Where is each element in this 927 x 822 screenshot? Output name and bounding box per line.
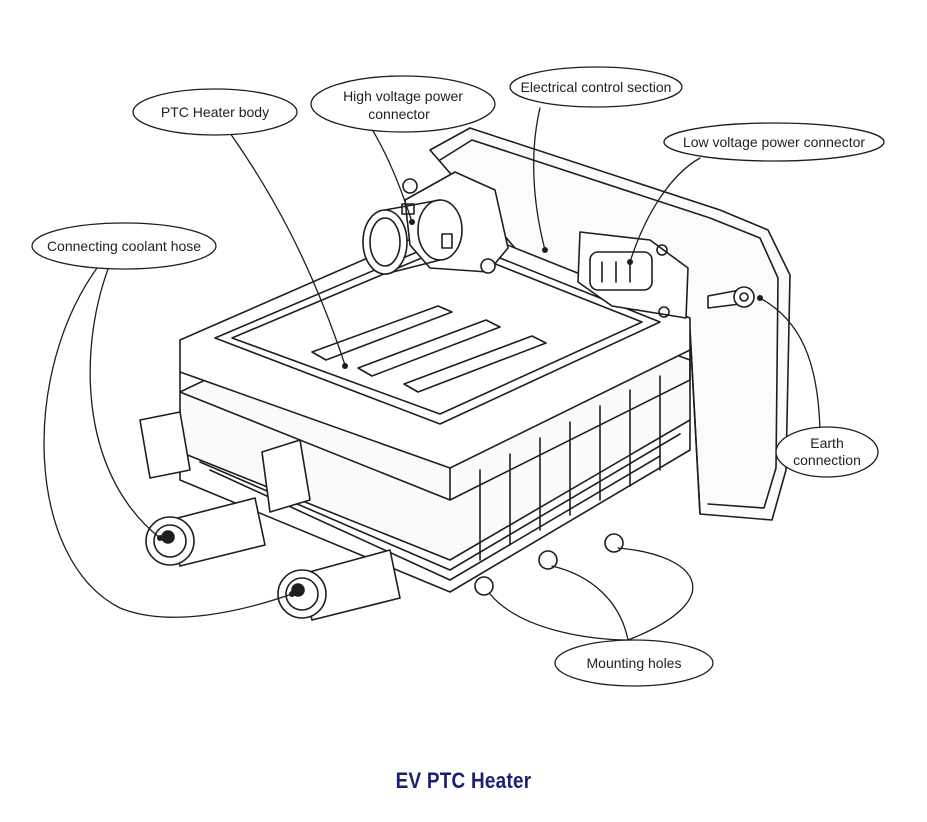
high-voltage-connector (362, 171, 509, 275)
control-housing-inner (439, 139, 779, 509)
lv-screw-bottom (658, 306, 670, 318)
leader-low-voltage (629, 157, 701, 263)
lid-rib-3 (403, 335, 547, 393)
callout-ptc-body (132, 88, 298, 136)
callout-high-voltage (310, 75, 496, 133)
coolant-port-1 (145, 497, 266, 567)
leader-mounting-3 (617, 547, 694, 641)
leader-coolant-1 (89, 263, 161, 539)
label-electrical-control: Electrical control section (521, 79, 672, 95)
leader-mounting-1 (489, 593, 629, 641)
hv-bolt-bottom (480, 258, 496, 274)
hv-latch (441, 233, 453, 249)
leader-electrical-control (533, 107, 546, 251)
leader-coolant-2 (43, 263, 293, 618)
hv-tab (401, 203, 415, 215)
callout-low-voltage (663, 122, 885, 162)
figure-caption: EV PTC Heater (395, 768, 532, 793)
callouts (31, 66, 885, 687)
left-bracket (139, 411, 191, 479)
label-earth-line2: connection (793, 452, 861, 468)
hv-barrel-mouth-inner (369, 217, 401, 267)
hv-barrel-back (417, 199, 463, 261)
leader-high-voltage (369, 125, 413, 223)
low-voltage-connector (577, 231, 689, 319)
callout-mounting-holes (554, 639, 714, 687)
earth-nut (733, 286, 755, 308)
lv-pins (601, 261, 631, 283)
label-low-voltage: Low voltage power connector (683, 134, 865, 150)
leader-earth (759, 297, 821, 431)
hv-bolt-top (402, 178, 418, 194)
mounting-hole-2 (538, 550, 558, 570)
labels: PTC Heater body High voltage power conne… (47, 79, 865, 671)
mounting-hole-1 (474, 576, 494, 596)
label-mounting-holes: Mounting holes (587, 655, 682, 671)
callout-electrical-control (509, 66, 683, 108)
callout-earth (775, 426, 879, 478)
label-high-voltage-line1: High voltage power (343, 88, 463, 104)
earth-stud (707, 286, 755, 309)
lv-socket (589, 251, 653, 291)
coolant-port-2 (277, 549, 401, 621)
lid-rib-2 (357, 319, 501, 377)
center-clip (261, 439, 311, 513)
lid-rib-1 (311, 305, 453, 361)
ptc-heater-diagram: PTC Heater body High voltage power conne… (31, 66, 885, 687)
lid-inner (231, 245, 643, 415)
label-coolant-hose: Connecting coolant hose (47, 238, 201, 254)
label-earth-line1: Earth (810, 435, 843, 451)
leader-ptc-body (229, 132, 346, 366)
earth-nut-inner (739, 292, 749, 302)
label-high-voltage-line2: connector (368, 106, 430, 122)
lv-screw-top (656, 244, 668, 256)
mounting-hole-3 (604, 533, 624, 553)
leader-lines (43, 107, 821, 641)
label-ptc-heater-body: PTC Heater body (161, 104, 269, 120)
base-fins (479, 375, 661, 561)
heater-drawing (139, 127, 791, 621)
callout-coolant-hose (31, 222, 217, 270)
body-side (179, 349, 691, 501)
leader-mounting-2 (551, 565, 629, 641)
